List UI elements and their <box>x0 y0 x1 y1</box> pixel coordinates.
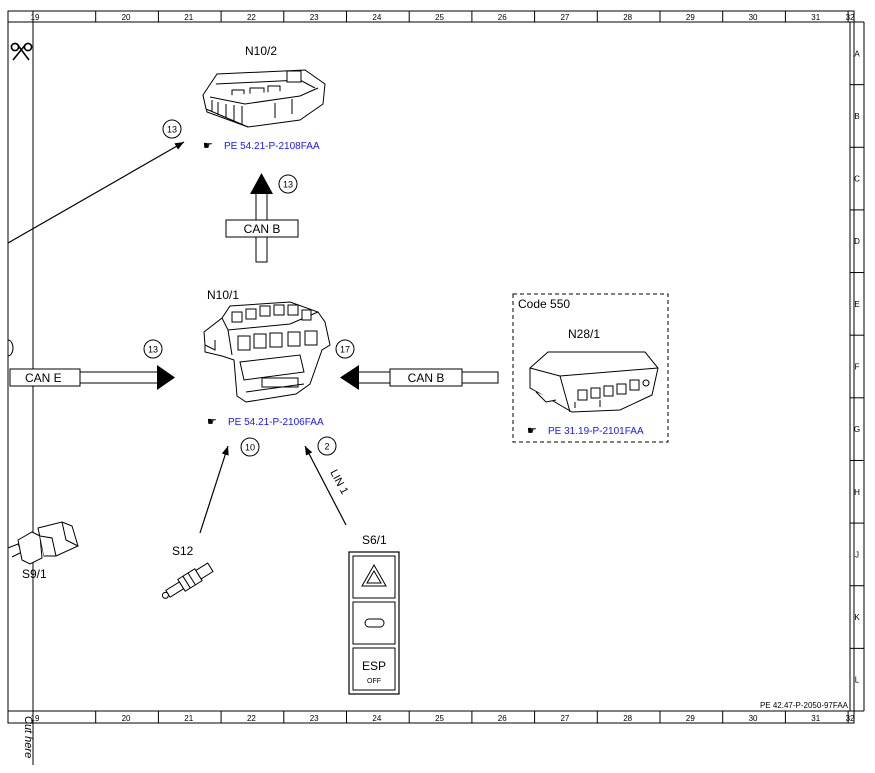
can-b-up-arrow <box>250 173 273 263</box>
column-ticks <box>95 11 849 723</box>
s12-sensor-icon <box>161 562 214 599</box>
callout-c3: 13 <box>143 339 163 359</box>
column-labels-top: 19 20 21 22 23 24 25 26 27 28 29 30 31 32 <box>31 13 855 22</box>
grid-column-label: 29 <box>686 13 695 22</box>
n10-2-ref-link[interactable]: ☛ PE 54.21-P-2108FAA <box>203 139 320 152</box>
svg-text:10: 10 <box>245 443 255 453</box>
grid-column-label: 28 <box>623 13 632 22</box>
grid-row-label: J <box>855 550 859 559</box>
code-550-label: Code 550 <box>518 297 570 311</box>
grid-column-label: 22 <box>247 13 256 22</box>
grid-column-label: 28 <box>623 714 632 723</box>
document-reference: PE 42.47-P-2050-97FAA <box>760 701 849 710</box>
n10-1-module-icon <box>203 301 331 403</box>
grid-column-label: 25 <box>435 13 444 22</box>
svg-text:17: 17 <box>340 345 350 355</box>
grid-column-label: 24 <box>372 714 381 723</box>
can-b-up-label: CAN B <box>244 222 281 236</box>
lin-1-line <box>304 445 347 526</box>
grid-column-label: 31 <box>811 714 820 723</box>
can-b-up-box <box>225 219 299 238</box>
s12-label: S12 <box>172 544 194 558</box>
callout-c4: 17 <box>335 339 355 359</box>
grid-column-label: 31 <box>811 13 820 22</box>
scissors-icon <box>10 42 33 61</box>
s9-1-label: S9/1 <box>22 567 47 581</box>
grid-row-label: E <box>854 300 859 309</box>
s9-1-connector-icon <box>7 521 79 565</box>
button-slot-icon <box>364 618 385 628</box>
grid-column-label: 21 <box>184 714 193 723</box>
esp-off-label: ESP <box>362 659 386 673</box>
grid-column-label: 23 <box>310 714 319 723</box>
n10-2-module-icon <box>202 69 326 128</box>
s6-1-label: S6/1 <box>362 533 387 547</box>
grid-column-label: 19 <box>31 13 40 22</box>
can-b-right-box <box>389 368 463 387</box>
can-e-box <box>9 368 81 387</box>
n10-1-ref-link[interactable]: ☛ PE 54.21-P-2106FAA <box>207 415 324 428</box>
grid-column-label: 24 <box>372 13 381 22</box>
grid-row-label: G <box>854 425 860 434</box>
grid-row-label: F <box>855 363 860 372</box>
n10-1-ref[interactable]: PE 54.21-P-2106FAA <box>228 417 324 428</box>
grid-column-label: 25 <box>435 714 444 723</box>
s12-line <box>199 445 229 534</box>
cut-here-label: Cut here <box>22 716 34 758</box>
svg-text:2: 2 <box>324 442 329 452</box>
lin-1-label: LIN 1 <box>327 468 350 497</box>
esp-off-sublabel: OFF <box>367 678 381 685</box>
n10-2-label: N10/2 <box>245 44 277 58</box>
n10-1-label: N10/1 <box>207 288 239 302</box>
row-labels: A B C D E F G H J K L <box>850 49 864 685</box>
callout-c1: 13 <box>162 119 182 139</box>
callout-c2: 13 <box>278 174 298 194</box>
svg-text:13: 13 <box>283 180 293 190</box>
n10-2-ref[interactable]: PE 54.21-P-2108FAA <box>224 141 320 152</box>
grid-row-label: K <box>854 613 860 622</box>
n28-1-module-icon <box>529 351 659 413</box>
n28-1-ref[interactable]: PE 31.19-P-2101FAA <box>548 426 644 437</box>
callout-c5: 10 <box>240 437 260 457</box>
grid-column-label: 27 <box>560 13 569 22</box>
grid-column-label: 30 <box>749 13 758 22</box>
grid-row-label: H <box>854 488 860 497</box>
pointing-hand-icon: ☛ <box>527 424 537 437</box>
grid-row-label: C <box>854 175 860 184</box>
grid-column-label: 32 <box>846 714 855 723</box>
grid-column-label: 22 <box>247 714 256 723</box>
column-labels-bottom: 19 20 21 22 23 24 25 26 27 28 29 30 31 32 <box>31 714 855 723</box>
grid-column-label: 20 <box>122 714 131 723</box>
grid-column-label: 20 <box>122 13 131 22</box>
grid-column-label: 26 <box>498 714 507 723</box>
code-550-box <box>512 293 669 443</box>
incoming-line-n10-2 <box>7 141 185 244</box>
grid-column-label: 27 <box>560 714 569 723</box>
grid-column-label: 29 <box>686 714 695 723</box>
grid-column-label: 19 <box>31 714 40 723</box>
svg-text:13: 13 <box>148 345 158 355</box>
callout-c6: 2 <box>317 436 337 456</box>
grid-column-label: 30 <box>749 714 758 723</box>
grid-row-label: B <box>854 112 859 121</box>
grid-row-label: L <box>855 676 860 685</box>
drawing-frame <box>7 10 865 765</box>
n28-1-ref-link[interactable]: ☛ PE 31.19-P-2101FAA <box>527 424 644 437</box>
pointing-hand-icon: ☛ <box>203 139 213 152</box>
hazard-warning-icon <box>361 563 387 587</box>
grid-column-label: 32 <box>846 13 855 22</box>
pointing-hand-icon: ☛ <box>207 415 217 428</box>
svg-text:13: 13 <box>167 125 177 135</box>
grid-row-label: A <box>854 49 860 58</box>
cropped-callout <box>7 339 14 357</box>
can-e-arrow <box>79 365 175 390</box>
can-b-right-label: CAN B <box>408 371 445 385</box>
grid-column-label: 21 <box>184 13 193 22</box>
grid-column-label: 23 <box>310 13 319 22</box>
can-e-label: CAN E <box>25 371 62 385</box>
grid-column-label: 26 <box>498 13 507 22</box>
n28-1-label: N28/1 <box>568 327 600 341</box>
grid-row-label: D <box>854 237 860 246</box>
